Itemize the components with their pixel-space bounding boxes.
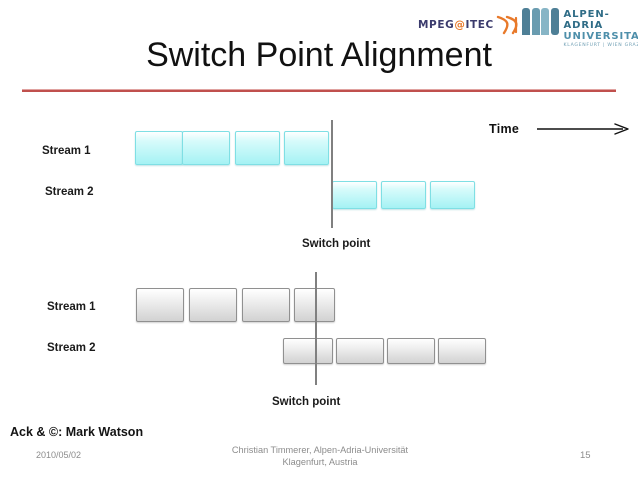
- footer-attribution: Christian Timmerer, Alpen-Adria-Universi…: [190, 444, 450, 468]
- top-stream1-label: Stream 1: [42, 145, 91, 157]
- top-stream2-segment-2: [381, 181, 426, 209]
- mpeg-logo-text: MPEG@ITEC: [418, 18, 494, 31]
- top-stream1-segment-1: [135, 131, 183, 165]
- top-stream2-segment-3: [430, 181, 475, 209]
- bottom-switch-point-label: Switch point: [272, 396, 341, 408]
- top-stream1-segment-2: [182, 131, 230, 165]
- top-stream2-segment-1: [332, 181, 377, 209]
- top-switch-point-line: [331, 120, 333, 228]
- acknowledgement-text: Ack & ©: Mark Watson: [10, 425, 144, 439]
- bottom-stream1-segment-3: [242, 288, 290, 322]
- page-title: Switch Point Alignment: [146, 36, 492, 74]
- title-divider: [22, 89, 616, 92]
- bottom-stream1-segment-4: [294, 288, 335, 322]
- swoosh-icon: [496, 15, 522, 35]
- bottom-stream2-segment-2: [336, 338, 384, 364]
- top-stream2-label: Stream 2: [45, 186, 94, 198]
- bottom-switch-point-line: [315, 272, 317, 385]
- footer-date: 2010/05/02: [36, 450, 82, 460]
- footer-attribution-line-1: Christian Timmerer, Alpen-Adria-Universi…: [231, 445, 409, 455]
- logo-bar: MPEG@ITEC ALPEN-ADRIA UNIVERSITAT KLAGEN…: [418, 6, 638, 48]
- aau-logo-text: ALPEN-ADRIA UNIVERSITAT KLAGENFURT | WIE…: [564, 9, 638, 49]
- top-switch-point-label: Switch point: [302, 238, 371, 250]
- slide-number: 15: [580, 450, 591, 461]
- aau-line-1: ALPEN-ADRIA: [563, 9, 610, 31]
- bottom-stream2-segment-1: [283, 338, 333, 364]
- time-label: Time: [489, 122, 520, 136]
- top-stream1-segment-3: [235, 131, 280, 165]
- bottom-stream2-segment-3: [387, 338, 435, 364]
- aau-bars-icon: [522, 8, 559, 35]
- top-stream1-segment-4: [284, 131, 329, 165]
- bottom-stream1-label: Stream 1: [47, 301, 96, 313]
- time-axis: Time: [489, 122, 633, 136]
- bottom-stream2-segment-4: [438, 338, 486, 364]
- aau-line-3: KLAGENFURT | WIEN GRAZ: [563, 43, 638, 48]
- footer-attribution-line-2: Klagenfurt, Austria: [282, 457, 358, 467]
- aau-line-2: UNIVERSITAT: [563, 31, 638, 42]
- bottom-stream2-label: Stream 2: [47, 342, 96, 354]
- bottom-stream1-segment-1: [136, 288, 184, 322]
- mpeg-itec-logo: MPEG@ITEC: [418, 15, 522, 35]
- alpen-adria-universitat-logo: ALPEN-ADRIA UNIVERSITAT KLAGENFURT | WIE…: [522, 8, 638, 49]
- bottom-stream1-segment-2: [189, 288, 237, 322]
- arrow-right-icon: [537, 122, 633, 136]
